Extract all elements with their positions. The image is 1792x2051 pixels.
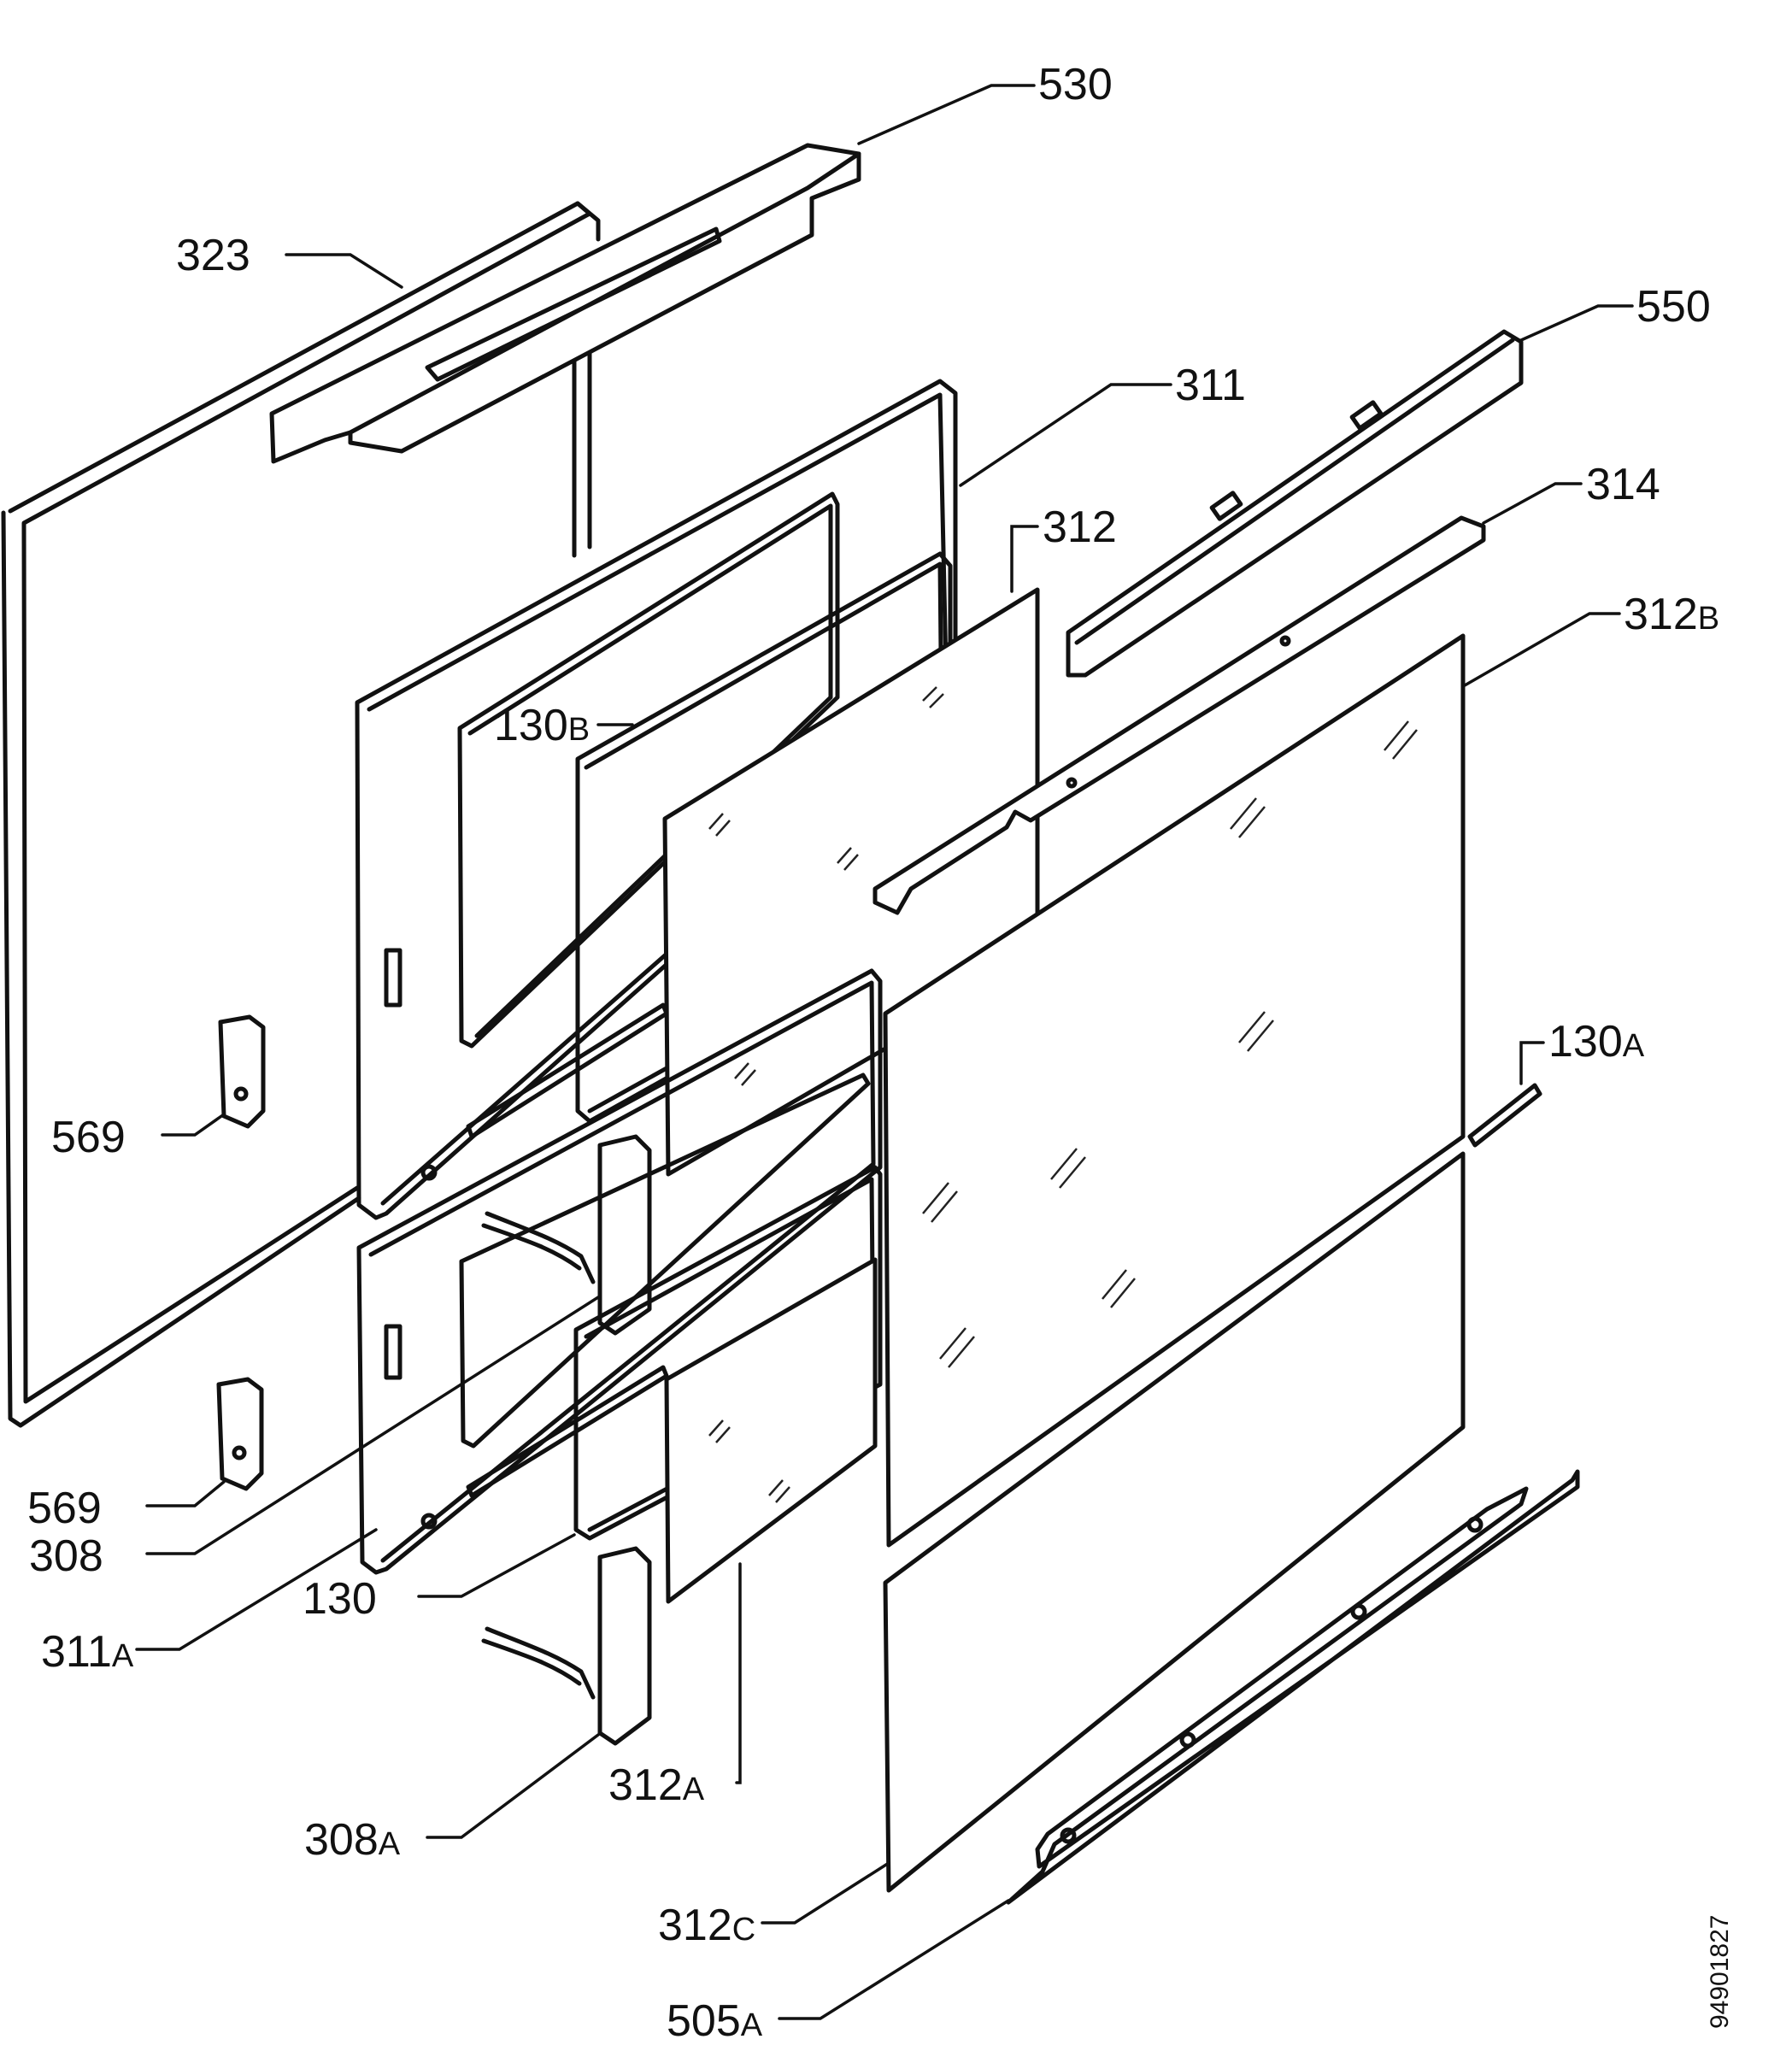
label-314: 314 (1586, 460, 1660, 509)
label-530: 530 (1038, 60, 1113, 109)
label-312b: 312B (1624, 590, 1719, 639)
label-569-lower: 569 (27, 1484, 102, 1533)
label-130: 130 (303, 1574, 377, 1624)
part-308a-hinge-lower (481, 1546, 652, 1746)
leader-lines (135, 84, 1634, 2020)
part-530-handle (269, 143, 861, 464)
label-311: 311 (1175, 361, 1246, 410)
label-312: 312 (1043, 502, 1117, 552)
part-569-bracket-lower (216, 1377, 264, 1491)
label-550: 550 (1636, 282, 1711, 332)
label-505a: 505A (667, 1996, 763, 2046)
label-323: 323 (176, 231, 250, 280)
part-312c-glass-bottom (883, 1151, 1466, 1893)
label-130b: 130B (494, 701, 590, 750)
part-505a-bottom-strip (1006, 1469, 1580, 1905)
label-308: 308 (29, 1531, 103, 1581)
label-130a: 130A (1548, 1017, 1645, 1067)
part-569-bracket-upper (218, 1014, 266, 1129)
label-312a: 312A (608, 1760, 705, 1810)
part-312b-main-glass (883, 633, 1466, 1548)
part-312a-glass-lower (664, 1257, 878, 1604)
part-550-vent-strip (1066, 329, 1524, 678)
part-130a-rod (1467, 1083, 1542, 1148)
label-308a: 308A (304, 1815, 401, 1865)
part-323-door-seal (1, 201, 601, 1428)
part-311a-inner-frame-lower (356, 968, 883, 1575)
label-311a: 311A (41, 1627, 134, 1677)
label-312c: 312C (658, 1901, 755, 1950)
part-308-hinge-upper (481, 1134, 652, 1336)
drawing-code: 94901827 (1706, 1915, 1734, 2029)
label-569-upper: 569 (51, 1113, 126, 1162)
part-314-deflector (872, 515, 1486, 915)
